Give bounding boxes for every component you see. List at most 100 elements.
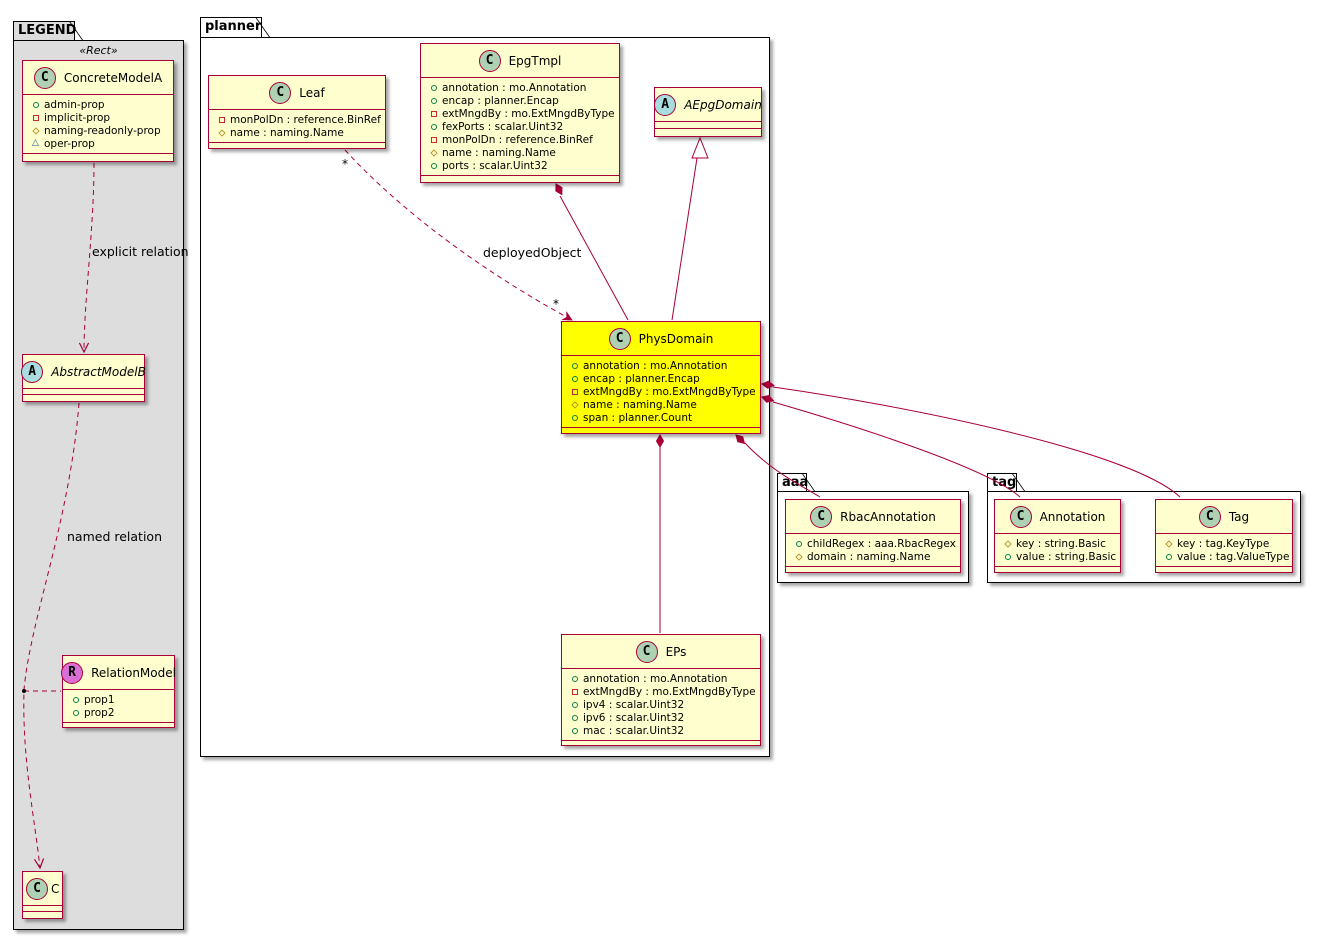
attribute-row: encap : planner.Encap: [428, 94, 613, 107]
public-visibility-icon: [1002, 554, 1013, 560]
class-badge-icon: C: [26, 877, 48, 900]
class-badge-icon: C: [478, 49, 501, 72]
attribute-text: fexPorts : scalar.Uint32: [442, 120, 564, 133]
attribute-row: childRegex : aaa.RbacRegex: [793, 537, 956, 550]
attribute-row: implicit-prop: [30, 111, 167, 124]
class-header: C Tag: [1156, 500, 1292, 534]
aepgdomain-inheritance-edge: [671, 157, 698, 321]
explicit-relation-edge: [84, 162, 95, 352]
protected-visibility-icon: [216, 130, 227, 136]
class-eps[interactable]: C EPs annotation : mo.Annotation extMngd…: [561, 634, 761, 746]
protected-visibility-icon: [793, 554, 804, 560]
public-visibility-icon: [428, 163, 439, 169]
attribute-text: extMngdBy : mo.ExtMngdByType: [583, 685, 756, 698]
class-header: A AbstractModelB: [21, 355, 146, 389]
composition-diamond-icon: [735, 434, 746, 445]
public-visibility-icon: [30, 102, 41, 108]
named-relation-edge: [23, 402, 80, 868]
attribute-text: ipv6 : scalar.Uint32: [583, 711, 685, 724]
class-attributes: prop1 prop2: [63, 690, 174, 723]
composition-diamond-icon: [555, 183, 563, 196]
attribute-text: span : planner.Count: [583, 411, 693, 424]
deployed-source-multiplicity: *: [342, 157, 348, 171]
attribute-text: annotation : mo.Annotation: [583, 672, 728, 685]
public-visibility-icon: [569, 676, 580, 682]
attribute-row: prop2: [70, 706, 168, 719]
public-visibility-icon: [569, 715, 580, 721]
class-tag[interactable]: C Tag key : tag.KeyType value : tag.Valu…: [1155, 499, 1293, 573]
class-abstractmodelb[interactable]: A AbstractModelB: [21, 354, 146, 402]
class-header: R RelationModel: [61, 656, 176, 690]
class-relationmodel[interactable]: R RelationModel prop1 prop2: [61, 655, 176, 728]
public-visibility-icon: [428, 85, 439, 91]
attribute-text: annotation : mo.Annotation: [583, 359, 728, 372]
attribute-row: name : naming.Name: [569, 398, 754, 411]
private-visibility-icon: [569, 689, 580, 695]
attribute-row: value : tag.ValueType: [1163, 550, 1290, 563]
attribute-text: ipv4 : scalar.Uint32: [583, 698, 685, 711]
inheritance-triangle-icon: [691, 136, 709, 159]
attribute-text: monPolDn : reference.BinRef: [230, 113, 381, 126]
attribute-text: name : naming.Name: [583, 398, 697, 411]
attribute-row: ipv4 : scalar.Uint32: [569, 698, 754, 711]
attribute-row: ports : scalar.Uint32: [428, 159, 613, 172]
class-name: AEpgDomain: [684, 97, 762, 112]
class-badge-icon: C: [1198, 505, 1221, 528]
attribute-text: name : naming.Name: [230, 126, 344, 139]
class-c[interactable]: C C: [22, 871, 63, 919]
private-visibility-icon: [216, 117, 227, 123]
attribute-text: key : string.Basic: [1016, 537, 1106, 550]
public-visibility-icon: [569, 376, 580, 382]
class-annotation[interactable]: C Annotation key : string.Basic value : …: [994, 499, 1121, 573]
epgtmpl-physdomain-edge: [559, 195, 629, 321]
attribute-text: mac : scalar.Uint32: [583, 724, 685, 737]
public-visibility-icon: [569, 702, 580, 708]
attribute-row: key : string.Basic: [1002, 537, 1114, 550]
class-leaf[interactable]: C Leaf monPolDn : reference.BinRef name …: [208, 75, 386, 149]
public-visibility-icon: [70, 710, 81, 716]
class-physdomain[interactable]: C PhysDomain annotation : mo.Annotation …: [561, 321, 761, 434]
class-name: PhysDomain: [638, 331, 714, 346]
class-aepgdomain[interactable]: A AEpgDomain: [654, 87, 762, 137]
attribute-row: monPolDn : reference.BinRef: [216, 113, 381, 126]
private-visibility-icon: [428, 137, 439, 143]
physdomain-annotation-edge: [772, 401, 1021, 498]
attribute-row: ipv6 : scalar.Uint32: [569, 711, 754, 724]
class-attributes: [23, 906, 62, 912]
class-attributes: childRegex : aaa.RbacRegex domain : nami…: [786, 534, 960, 567]
attribute-text: name : naming.Name: [442, 146, 556, 159]
attribute-text: admin-prop: [44, 98, 105, 111]
class-rbacannotation[interactable]: C RbacAnnotation childRegex : aaa.RbacRe…: [785, 499, 961, 573]
composition-diamond-icon: [761, 380, 775, 389]
public-visibility-icon: [569, 363, 580, 369]
attribute-text: naming-readonly-prop: [44, 124, 161, 137]
attribute-row: value : string.Basic: [1002, 550, 1116, 563]
class-attributes: [23, 389, 144, 395]
class-attributes: annotation : mo.Annotation encap : plann…: [562, 356, 760, 428]
class-name: Annotation: [1039, 509, 1106, 524]
attribute-row: annotation : mo.Annotation: [428, 81, 613, 94]
class-epgtmpl[interactable]: C EpgTmpl annotation : mo.Annotation enc…: [420, 43, 620, 183]
public-visibility-icon: [569, 415, 580, 421]
class-name: Leaf: [299, 85, 325, 100]
attribute-text: annotation : mo.Annotation: [442, 81, 587, 94]
attribute-text: extMngdBy : mo.ExtMngdByType: [442, 107, 615, 120]
relation-badge-icon: R: [61, 661, 84, 684]
attribute-text: value : tag.ValueType: [1177, 550, 1290, 563]
attribute-row: name : naming.Name: [428, 146, 613, 159]
attribute-text: prop1: [84, 693, 115, 706]
private-visibility-icon: [569, 389, 580, 395]
attribute-row: naming-readonly-prop: [30, 124, 167, 137]
class-concretemodela[interactable]: C ConcreteModelA admin-prop implicit-pro…: [22, 60, 174, 162]
class-name: RbacAnnotation: [840, 509, 936, 524]
class-name: EPs: [665, 644, 687, 659]
deployed-target-multiplicity: *: [553, 297, 559, 311]
class-attributes: monPolDn : reference.BinRef name : namin…: [209, 110, 385, 143]
attribute-text: encap : planner.Encap: [583, 372, 700, 385]
attribute-text: monPolDn : reference.BinRef: [442, 133, 593, 146]
attribute-text: encap : planner.Encap: [442, 94, 559, 107]
attribute-row: annotation : mo.Annotation: [569, 359, 754, 372]
class-header: C PhysDomain: [562, 322, 760, 356]
planner-package-tab: planner: [200, 17, 262, 38]
legend-package: [13, 40, 184, 930]
